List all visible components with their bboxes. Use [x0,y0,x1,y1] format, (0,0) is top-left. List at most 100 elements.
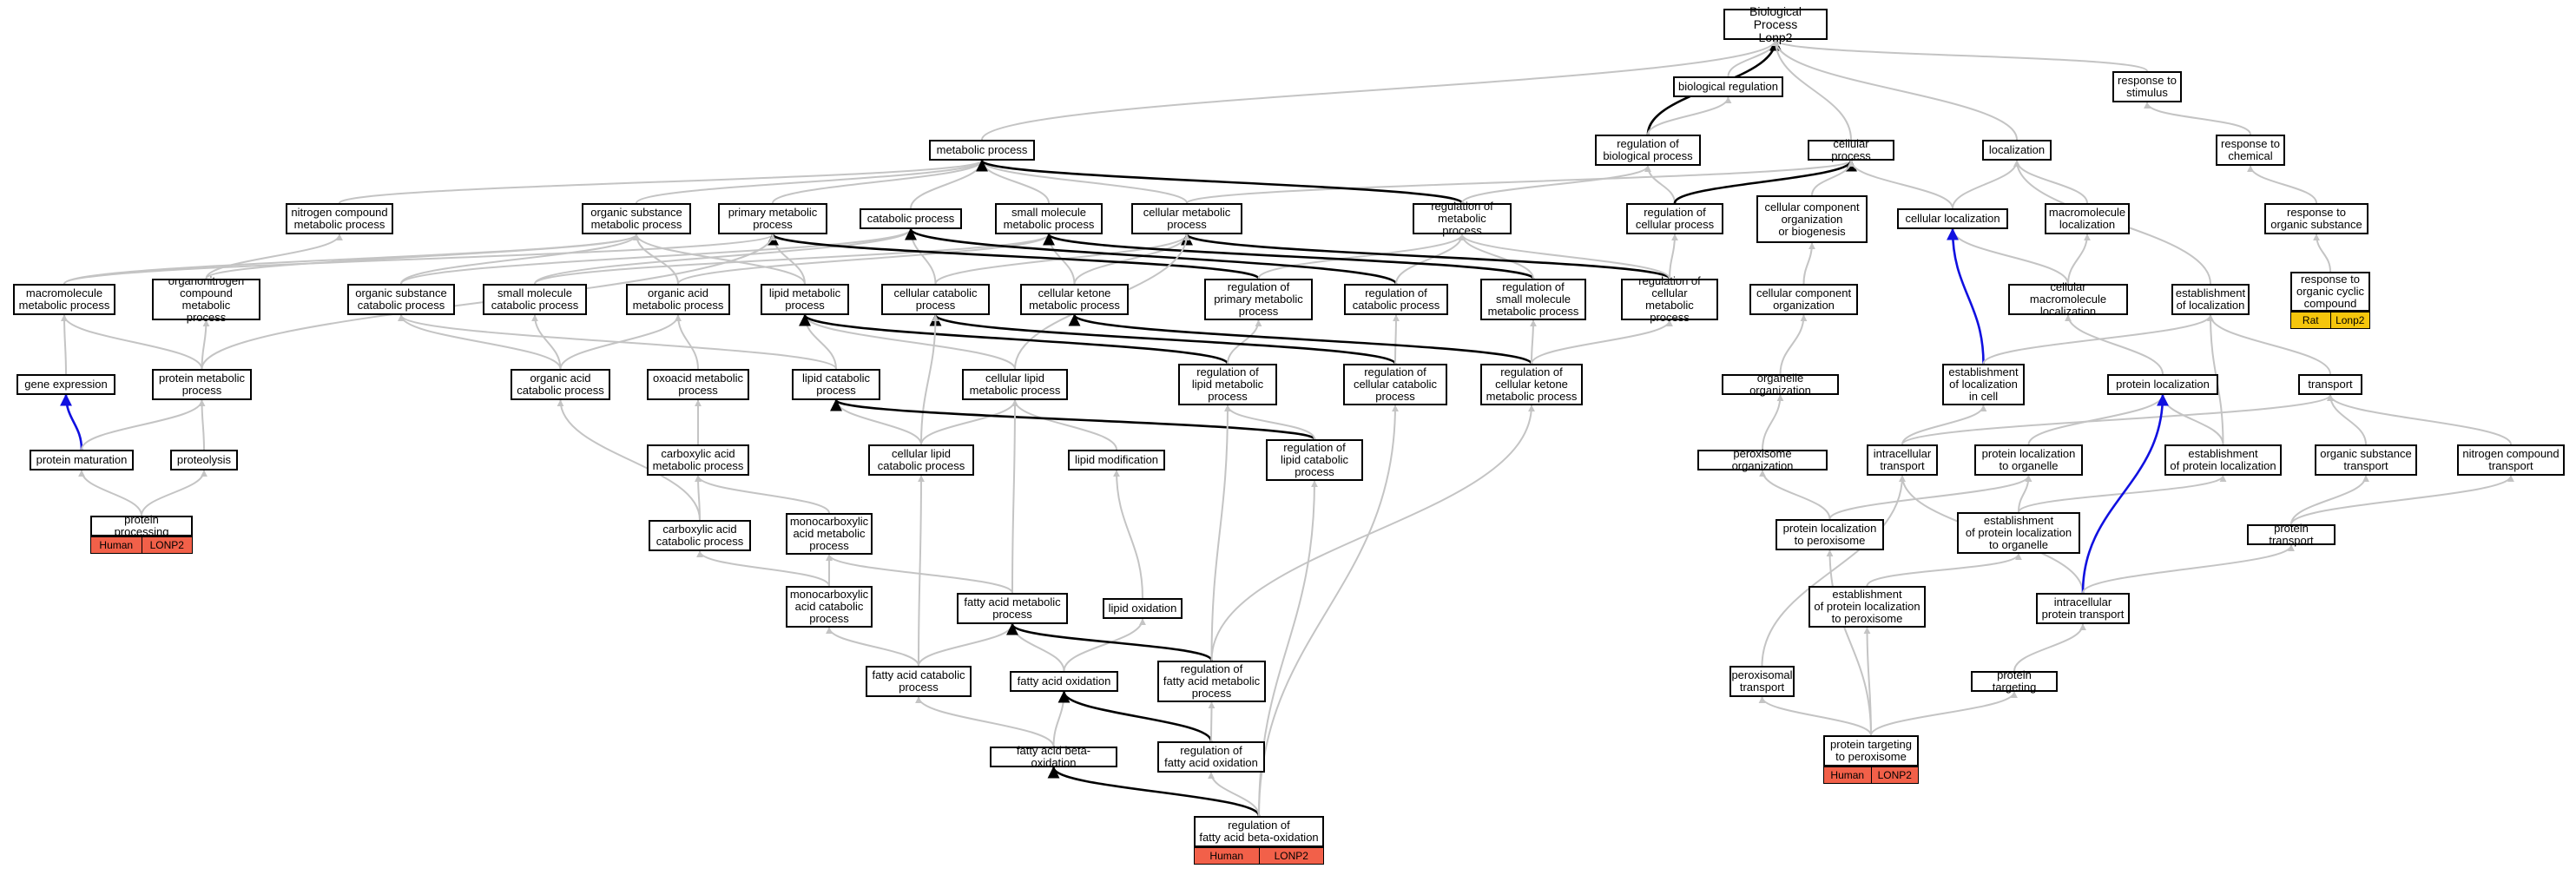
node-ketone[interactable]: cellular ketone metabolic process [1020,284,1129,315]
node-orgacidcat[interactable]: organic acid catabolic process [511,369,610,400]
node-estab-loc[interactable]: establishment of localization [2171,284,2250,315]
node-resp-chem[interactable]: response to chemical [2216,135,2285,166]
node-metproc[interactable]: metabolic process [929,140,1035,161]
node-organonitro[interactable]: organonitrogen compound metabolic proces… [152,275,260,324]
node-orgacid[interactable]: organic acid metabolic process [626,284,730,315]
node-monocarbcat[interactable]: monocarboxylic acid catabolic process [786,586,873,628]
node-reg-cellproc[interactable]: regulation of cellular process [1626,203,1723,234]
node-prottransport[interactable]: protein transport [2247,523,2336,547]
node-reg-met[interactable]: regulation of metabolic process [1413,201,1512,237]
node-nitro-transport[interactable]: nitrogen compound transport [2457,444,2565,476]
edge-facat-to-fam [918,623,1016,667]
node-reg-cellcat[interactable]: regulation of cellular catabolic process [1343,364,1447,405]
node-root[interactable]: Biological Process Lonp2 [1723,4,1828,43]
node-reg-cellmet[interactable]: regulation of cellular metabolic process [1621,275,1718,324]
node-fabeta[interactable]: fatty acid beta-oxidation [990,745,1117,769]
edge-fam-to-celllipid [1011,399,1018,594]
node-protmat[interactable]: protein maturation [30,450,134,470]
node-resp-cyclic[interactable]: response to organic cyclic compound [2290,272,2370,312]
node-organelle-org[interactable]: organelle organization [1722,372,1839,397]
node-estab-protloc-org[interactable]: establishment of protein localization to… [1957,512,2080,554]
node-transport[interactable]: transport [2298,374,2362,395]
node-facat[interactable]: fatty acid catabolic process [866,666,972,697]
node-carboxcat[interactable]: carboxylic acid catabolic process [649,520,751,551]
node-orgsub-transport[interactable]: organic substance transport [2315,444,2417,476]
edge-oxoacid-to-orgacid [675,314,699,370]
edge-localization-to-root [1772,39,2018,141]
node-smallmol[interactable]: small molecule metabolic process [995,203,1103,234]
node-protmet[interactable]: protein metabolic process [152,369,252,400]
edge-estab-protloc-to-protloc [2159,394,2224,445]
node-celllipid[interactable]: cellular lipid metabolic process [962,369,1068,400]
node-proteolysis[interactable]: proteolysis [170,450,238,470]
node-cellmacroloc[interactable]: cellular macromolecule localization [2008,281,2128,318]
node-lipidox[interactable]: lipid oxidation [1103,598,1183,619]
node-prottarget[interactable]: protein targeting [1971,669,2058,694]
node-resp-orgsub[interactable]: response to organic substance [2264,203,2368,234]
node-fam[interactable]: fatty acid metabolic process [957,593,1068,624]
edge-reg-fabeta-to-reg-faox [1208,772,1260,817]
node-lipidmod[interactable]: lipid modification [1068,450,1165,470]
node-reg-prim[interactable]: regulation of primary metabolic process [1204,279,1313,320]
edge-organonitro-to-orgsub [205,234,640,280]
edge-reg-cellcat-to-cellcat [929,313,1397,365]
node-reg-lipid[interactable]: regulation of lipid metabolic process [1178,364,1277,405]
edge-organelle-org-to-ccorg2 [1779,314,1808,375]
node-reg-fabeta[interactable]: regulation of fatty acid beta-oxidation [1194,816,1324,847]
node-macromet[interactable]: macromolecule metabolic process [13,284,115,315]
node-cellmet[interactable]: cellular metabolic process [1131,203,1242,234]
node-ccorg2[interactable]: cellular component organization [1749,284,1858,315]
edge-cellmacroloc-to-macroloc [2067,234,2091,285]
node-faox[interactable]: fatty acid oxidation [1010,671,1118,692]
node-celllipidcat[interactable]: cellular lipid catabolic process [868,444,974,476]
node-carbox[interactable]: carboxylic acid metabolic process [647,444,749,476]
node-primary[interactable]: primary metabolic process [718,203,827,234]
edge-intracell-to-estab-cell [1901,405,1987,445]
node-monocarb[interactable]: monocarboxylic acid metabolic process [786,513,873,555]
node-estab-cell[interactable]: establishment of localization in cell [1942,364,2025,405]
node-cellproc[interactable]: cellular process [1808,138,1894,162]
node-intracell-prot[interactable]: intracellular protein transport [2036,593,2130,624]
node-ccorg[interactable]: cellular component organization or bioge… [1756,195,1868,243]
node-lipidmet[interactable]: lipid metabolic process [761,284,849,315]
node-nitro[interactable]: nitrogen compound metabolic process [286,203,393,234]
node-protloc[interactable]: protein localization [2107,374,2218,395]
node-estab-protloc[interactable]: establishment of protein localization [2164,444,2282,476]
edge-resp-stim-to-root [1772,39,2148,72]
node-localization[interactable]: localization [1982,140,2052,161]
node-reg-small[interactable]: regulation of small molecule metabolic p… [1480,279,1586,320]
node-bioreg[interactable]: biological regulation [1673,76,1783,97]
node-catab[interactable]: catabolic process [860,208,962,229]
node-protloc-perox[interactable]: protein localization to peroxisome [1776,519,1884,550]
node-smallcat[interactable]: small molecule catabolic process [483,284,587,315]
node-perox-org[interactable]: peroxisome organization [1697,448,1828,472]
edge-reg-fam-to-fam [1006,622,1213,661]
node-geneexp[interactable]: gene expression [16,374,115,395]
node-reg-bio[interactable]: regulation of biological process [1595,135,1701,166]
node-reg-ketone[interactable]: regulation of cellular ketone metabolic … [1480,364,1583,405]
node-resp-stim[interactable]: response to stimulus [2112,71,2182,102]
node-estab-protloc-perox[interactable]: establishment of protein localization to… [1808,586,1926,628]
node-lipidcat[interactable]: lipid catabolic process [792,369,880,400]
node-reg-lipidcat[interactable]: regulation of lipid catabolic process [1266,439,1363,481]
node-perox-transport[interactable]: peroxisomal transport [1729,666,1795,697]
edge-protloc-to-cellmacroloc [2065,314,2164,375]
node-reg-fam[interactable]: regulation of fatty acid metabolic proce… [1157,661,1266,702]
node-protproc[interactable]: protein processing [90,514,193,538]
node-intracell[interactable]: intracellular transport [1867,444,1938,476]
node-macroloc[interactable]: macromolecule localization [2045,203,2130,234]
edge-resp-cyclic-to-resp-orgsub [2313,234,2331,273]
node-orgsub[interactable]: organic substance metabolic process [582,203,691,234]
node-cellloc[interactable]: cellular localization [1897,208,2008,229]
edge-perox-org-to-organelle-org [1762,394,1784,451]
edge-proteolysis-to-protmet [198,399,206,451]
node-reg-faox[interactable]: regulation of fatty acid oxidation [1157,741,1265,773]
node-oxoacid[interactable]: oxoacid metabolic process [647,369,749,400]
node-reg-cat[interactable]: regulation of catabolic process [1344,284,1448,315]
node-orgsubcat[interactable]: organic substance catabolic process [347,284,455,315]
node-prottarget-perox[interactable]: protein targeting to peroxisome [1823,735,1919,766]
node-cellcat[interactable]: cellular catabolic process [881,284,990,315]
node-protloc-org[interactable]: protein localization to organelle [1974,444,2083,476]
